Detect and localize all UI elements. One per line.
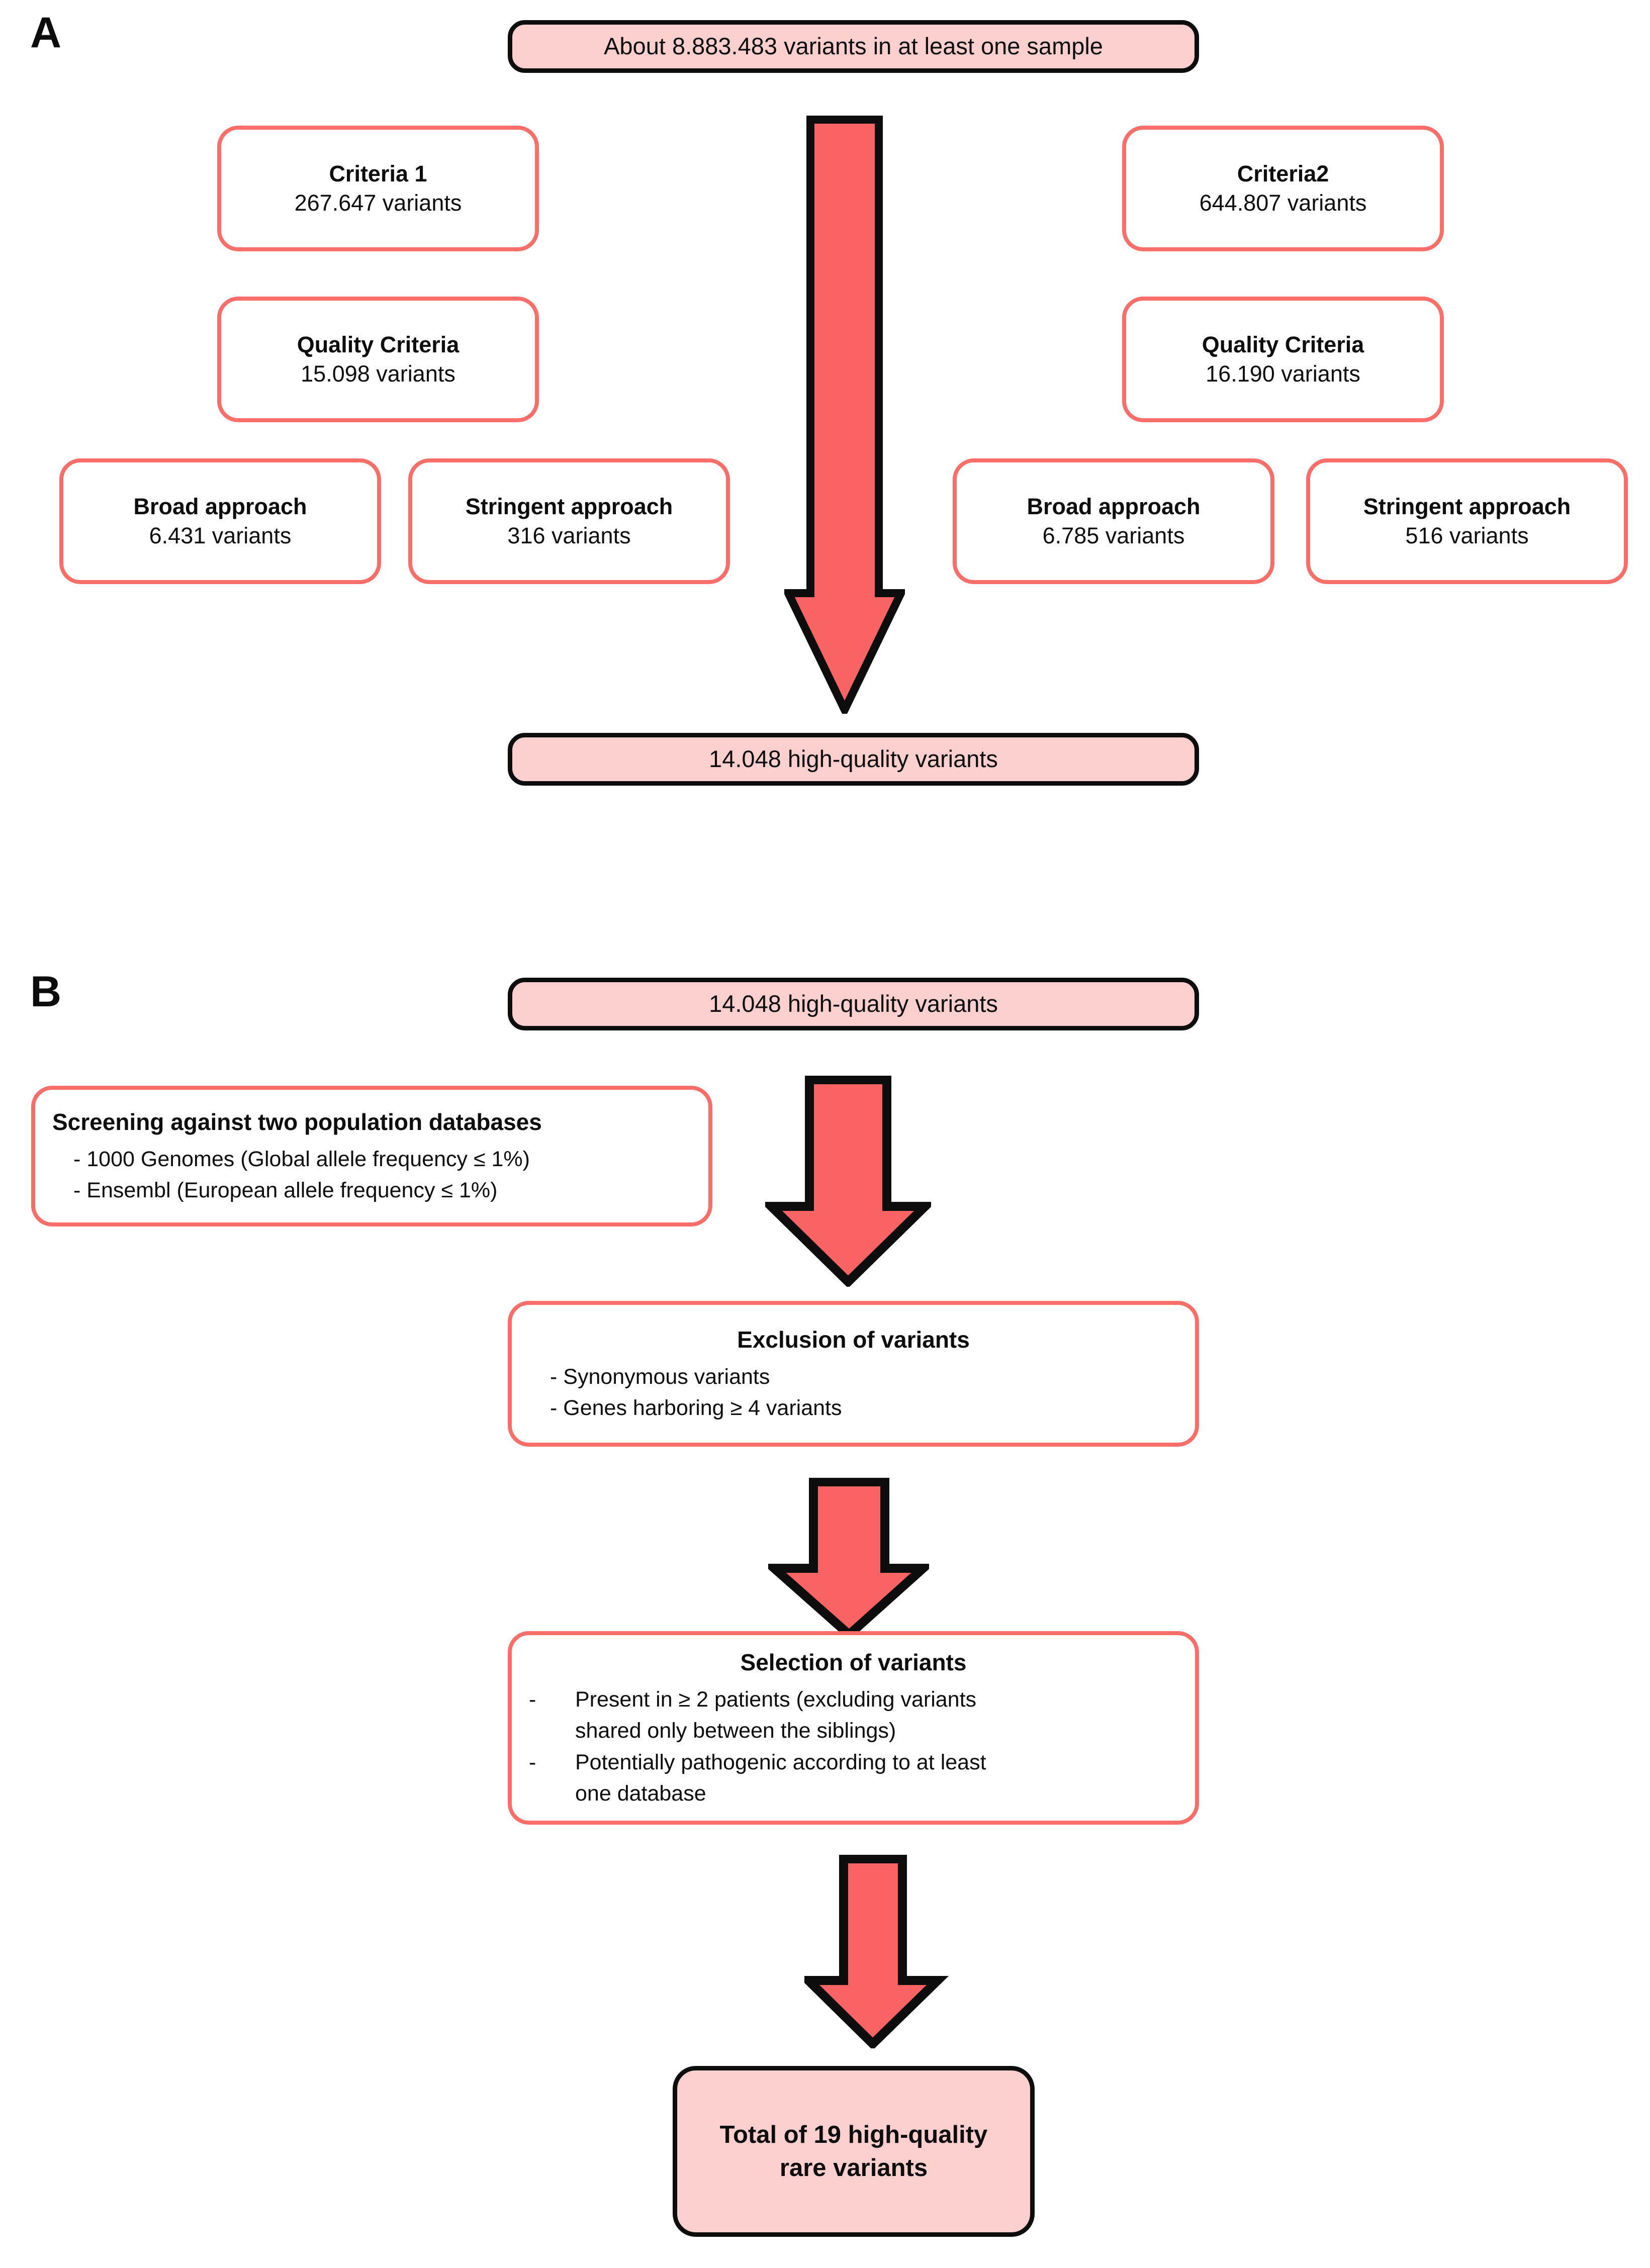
selection-title: Selection of variants — [740, 1649, 967, 1675]
criteria-1-value: 267.647 variants — [294, 190, 462, 216]
selection-content: Selection of variants - Present in ≥ 2 p… — [512, 1647, 1195, 1809]
criteria-1-title: Criteria 1 — [329, 160, 427, 186]
criteria-2-title: Criteria2 — [1237, 160, 1329, 186]
left-broad-approach-box: Broad approach 6.431 variants — [59, 458, 381, 584]
right-stringent-approach-value: 516 variants — [1405, 523, 1529, 548]
exclusion-content: Exclusion of variants - Synonymous varia… — [512, 1324, 1195, 1424]
left-stringent-approach-title: Stringent approach — [465, 493, 673, 519]
left-quality-criteria-title: Quality Criteria — [297, 331, 460, 357]
left-broad-approach-value: 6.431 variants — [149, 523, 292, 548]
final-result-line2: rare variants — [779, 2154, 928, 2182]
criteria-2-value: 644.807 variants — [1199, 190, 1367, 216]
panel-a-top-box: About 8.883.483 variants in at least one… — [508, 20, 1199, 73]
right-quality-criteria-value: 16.190 variants — [1206, 361, 1360, 387]
panel-b-top-box: 14.048 high-quality variants — [508, 978, 1199, 1030]
panel-a-top-box-text: About 8.883.483 variants in at least one… — [604, 33, 1103, 60]
final-result-line1: Total of 19 high-quality — [719, 2121, 988, 2148]
panel-b-arrow-2 — [768, 1478, 929, 1639]
left-quality-criteria-box: Quality Criteria 15.098 variants — [217, 297, 539, 422]
screening-content: Screening against two population databas… — [35, 1106, 708, 1206]
panel-b-arrow-3 — [804, 1855, 965, 2048]
selection-item-1-text: Potentially pathogenic according to at l… — [575, 1747, 1178, 1810]
screening-item-0: - 1000 Genomes (Global allele frequency … — [73, 1147, 530, 1171]
selection-item-0-text: Present in ≥ 2 patients (excluding varia… — [575, 1684, 1178, 1747]
selection-item-0-dash: - — [529, 1687, 536, 1712]
right-broad-approach-value: 6.785 variants — [1042, 523, 1185, 548]
exclusion-box: Exclusion of variants - Synonymous varia… — [508, 1301, 1199, 1447]
left-broad-approach-title: Broad approach — [133, 493, 307, 519]
panel-b-label: B — [30, 968, 62, 1016]
left-quality-criteria-value: 15.098 variants — [301, 361, 455, 387]
panel-a-label: A — [30, 9, 62, 57]
right-quality-criteria-box: Quality Criteria 16.190 variants — [1122, 297, 1444, 422]
panel-b-arrow-1 — [765, 1076, 931, 1287]
selection-item-0-line2: shared only between the siblings) — [575, 1719, 896, 1743]
selection-item-0-line1: Present in ≥ 2 patients (excluding varia… — [575, 1687, 977, 1712]
criteria-1-box: Criteria 1 267.647 variants — [217, 126, 539, 251]
panel-a-main-arrow — [784, 116, 905, 714]
right-stringent-approach-box: Stringent approach 516 variants — [1306, 458, 1628, 584]
selection-item-0: - Present in ≥ 2 patients (excluding var… — [529, 1684, 1178, 1747]
selection-item-1-dash: - — [529, 1750, 536, 1774]
right-quality-criteria-title: Quality Criteria — [1202, 331, 1364, 357]
exclusion-item-1: - Genes harboring ≥ 4 variants — [550, 1396, 842, 1421]
panel-a-bottom-box-text: 14.048 high-quality variants — [709, 745, 998, 773]
left-stringent-approach-value: 316 variants — [507, 523, 631, 548]
right-broad-approach-title: Broad approach — [1027, 493, 1201, 519]
exclusion-item-0: - Synonymous variants — [550, 1364, 770, 1389]
selection-item-1-line2: one database — [575, 1781, 706, 1806]
right-stringent-approach-title: Stringent approach — [1363, 493, 1571, 519]
selection-box: Selection of variants - Present in ≥ 2 p… — [508, 1631, 1199, 1825]
selection-item-1-line1: Potentially pathogenic according to at l… — [575, 1750, 986, 1774]
screening-item-1: - Ensembl (European allele frequency ≤ 1… — [73, 1178, 498, 1203]
left-stringent-approach-box: Stringent approach 316 variants — [408, 458, 730, 584]
screening-title: Screening against two population databas… — [52, 1108, 542, 1135]
screening-box: Screening against two population databas… — [31, 1086, 712, 1226]
panel-a-bottom-box: 14.048 high-quality variants — [508, 733, 1199, 786]
criteria-2-box: Criteria2 644.807 variants — [1122, 126, 1444, 251]
panel-b-top-box-text: 14.048 high-quality variants — [709, 990, 998, 1017]
right-broad-approach-box: Broad approach 6.785 variants — [953, 458, 1274, 584]
final-result-box: Total of 19 high-quality rare variants — [673, 2066, 1035, 2237]
exclusion-title: Exclusion of variants — [737, 1326, 970, 1353]
selection-item-1: - Potentially pathogenic according to at… — [529, 1747, 1178, 1810]
